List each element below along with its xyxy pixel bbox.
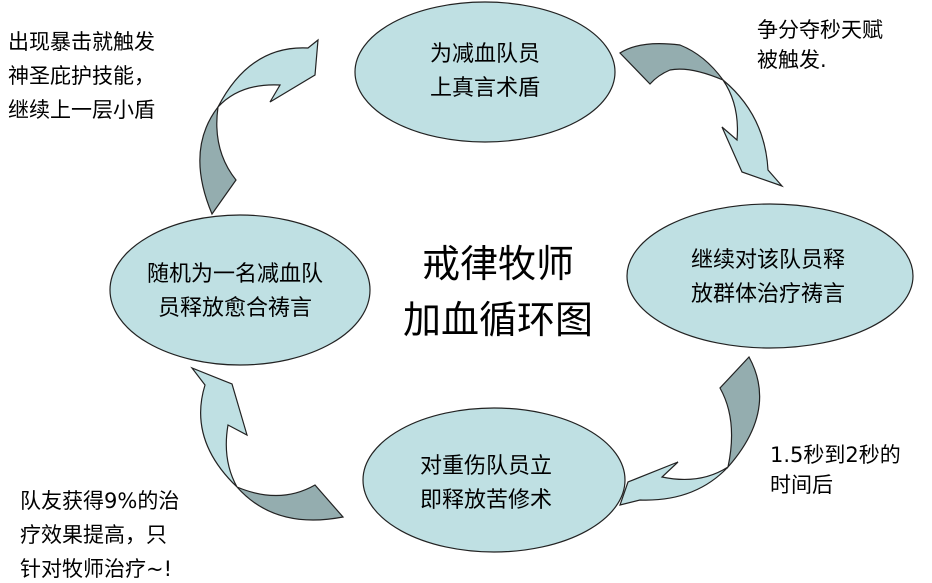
title-line-1: 戒律牧师 <box>421 242 575 286</box>
note-bottom-left: 队友获得9%的治 疗效果提高，只 针对牧师治疗~! <box>20 484 179 583</box>
note-line: 继续上一层小盾 <box>8 98 155 122</box>
node-ellipse-top <box>354 1 616 143</box>
node-line: 随机为一名减血队 <box>146 262 324 287</box>
node-line: 上真言术盾 <box>429 76 541 101</box>
node-bottom-text: 对重伤队员立 即释放苦修术 <box>420 450 552 518</box>
note-line: 神圣庇护技能， <box>8 64 155 88</box>
node-ellipse-left <box>109 214 371 366</box>
node-line: 对重伤队员立 <box>419 454 553 479</box>
note-line: 1.5秒到2秒的 <box>770 443 901 467</box>
note-line: 针对牧师治疗~! <box>20 557 173 581</box>
arrow-right-bottom <box>619 355 761 506</box>
node-line: 即释放苦修术 <box>419 488 553 513</box>
node-left-text: 随机为一名减血队 员释放愈合祷言 <box>147 258 323 326</box>
arrow-top-right <box>619 43 784 188</box>
node-line: 继续对该队员释 <box>690 248 846 273</box>
note-line: 队友获得9%的治 <box>20 489 180 513</box>
node-line: 为减血队员 <box>429 42 541 67</box>
node-ellipse-right <box>626 203 914 349</box>
node-line: 员释放愈合祷言 <box>157 296 313 321</box>
note-line: 争分夺秒天赋 <box>757 18 883 42</box>
diagram-title: 戒律牧师 加血循环图 <box>403 236 593 348</box>
node-right-text: 继续对该队员释 放群体治疗祷言 <box>691 244 845 312</box>
node-line: 放群体治疗祷言 <box>690 282 846 307</box>
title-line-2: 加血循环图 <box>402 298 594 342</box>
note-line: 出现暴击就触发 <box>8 30 155 54</box>
note-top-right: 争分夺秒天赋 被触发. <box>757 15 883 75</box>
note-right: 1.5秒到2秒的 时间后 <box>770 440 901 500</box>
node-top-text: 为减血队员 上真言术盾 <box>430 38 540 106</box>
node-ellipse-bottom <box>362 407 626 553</box>
arrow-left-top <box>199 38 319 216</box>
note-line: 疗效果提高，只 <box>20 523 167 547</box>
note-line: 被触发. <box>757 48 827 72</box>
note-top-left: 出现暴击就触发 神圣庇护技能， 继续上一层小盾 <box>8 25 155 127</box>
arrow-bottom-left <box>190 366 345 521</box>
note-line: 时间后 <box>770 473 833 497</box>
